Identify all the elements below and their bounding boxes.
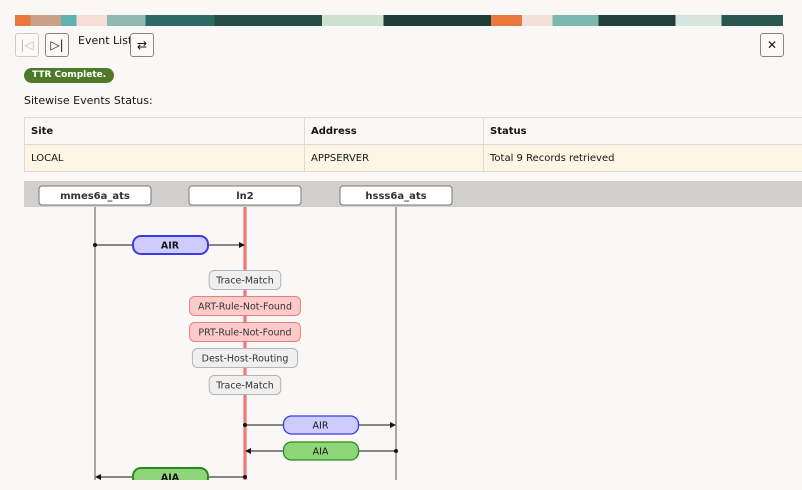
message-item[interactable]: AIA [245, 441, 398, 461]
column-header: Status [483, 117, 802, 145]
last-button[interactable]: ▷| [45, 33, 69, 57]
table-row[interactable]: LOCAL APPSERVER Total 9 Records retrieve… [24, 144, 802, 172]
lifeline-box[interactable] [38, 185, 152, 206]
message-origin [243, 475, 247, 479]
note-item[interactable]: ART-Rule-Not-Found [189, 296, 301, 316]
message-pill [282, 415, 360, 435]
lifeline-box[interactable] [188, 185, 302, 206]
first-button[interactable]: |◁ [15, 33, 39, 57]
note-label: Trace-Match [215, 276, 274, 287]
cell-address: APPSERVER [304, 144, 484, 172]
event-list-title: Event List [78, 34, 133, 47]
message-label: AIR [313, 421, 329, 432]
note-label: Trace-Match [215, 381, 274, 392]
message-item[interactable]: AIR [93, 235, 245, 255]
note-pill [189, 296, 301, 316]
message-item[interactable]: AIA [95, 467, 247, 486]
header-banner [15, 15, 783, 26]
sitewise-table: Site Address Status LOCAL APPSERVER Tota… [24, 117, 802, 172]
note-label: ART-Rule-Not-Found [198, 302, 292, 313]
note-pill [189, 322, 301, 342]
message-pill [132, 467, 209, 480]
lifeline-label: hsss6a_ats [365, 191, 426, 202]
close-button[interactable]: ✕ [760, 33, 784, 57]
message-pill [282, 441, 360, 461]
message-origin [243, 423, 247, 427]
message-pill [132, 235, 209, 255]
note-item[interactable]: Trace-Match [208, 375, 282, 395]
message-origin [394, 449, 398, 453]
note-label: PRT-Rule-Not-Found [198, 328, 291, 339]
message-label: AIR [161, 241, 180, 252]
message-item[interactable]: AIR [243, 415, 396, 435]
note-pill [191, 348, 299, 368]
column-header: Address [304, 117, 484, 145]
column-header: Site [24, 117, 305, 145]
message-label: AIA [161, 473, 180, 484]
note-pill [208, 375, 282, 395]
note-item[interactable]: PRT-Rule-Not-Found [189, 322, 301, 342]
message-origin [93, 243, 97, 247]
lifeline-box[interactable] [339, 185, 453, 206]
section-title: Sitewise Events Status: [24, 94, 153, 107]
cell-status: Total 9 Records retrieved [483, 144, 802, 172]
status-badge: TTR Complete. [24, 68, 115, 83]
note-pill [208, 270, 282, 290]
note-label: Dest-Host-Routing [202, 354, 289, 365]
table-header: Site Address Status [24, 117, 802, 145]
note-item[interactable]: Trace-Match [208, 270, 282, 290]
lifeline-label: ln2 [236, 191, 254, 202]
swap-icon: ⇄ [136, 38, 148, 52]
cell-site: LOCAL [24, 144, 305, 172]
skip-last-icon: ▷| [50, 38, 64, 52]
note-item[interactable]: Dest-Host-Routing [191, 348, 299, 368]
swap-button[interactable]: ⇄ [130, 33, 154, 57]
message-label: AIA [313, 447, 329, 458]
lifeline-label: mmes6a_ats [60, 191, 130, 202]
close-icon: ✕ [766, 38, 778, 52]
skip-first-icon: |◁ [20, 38, 34, 52]
